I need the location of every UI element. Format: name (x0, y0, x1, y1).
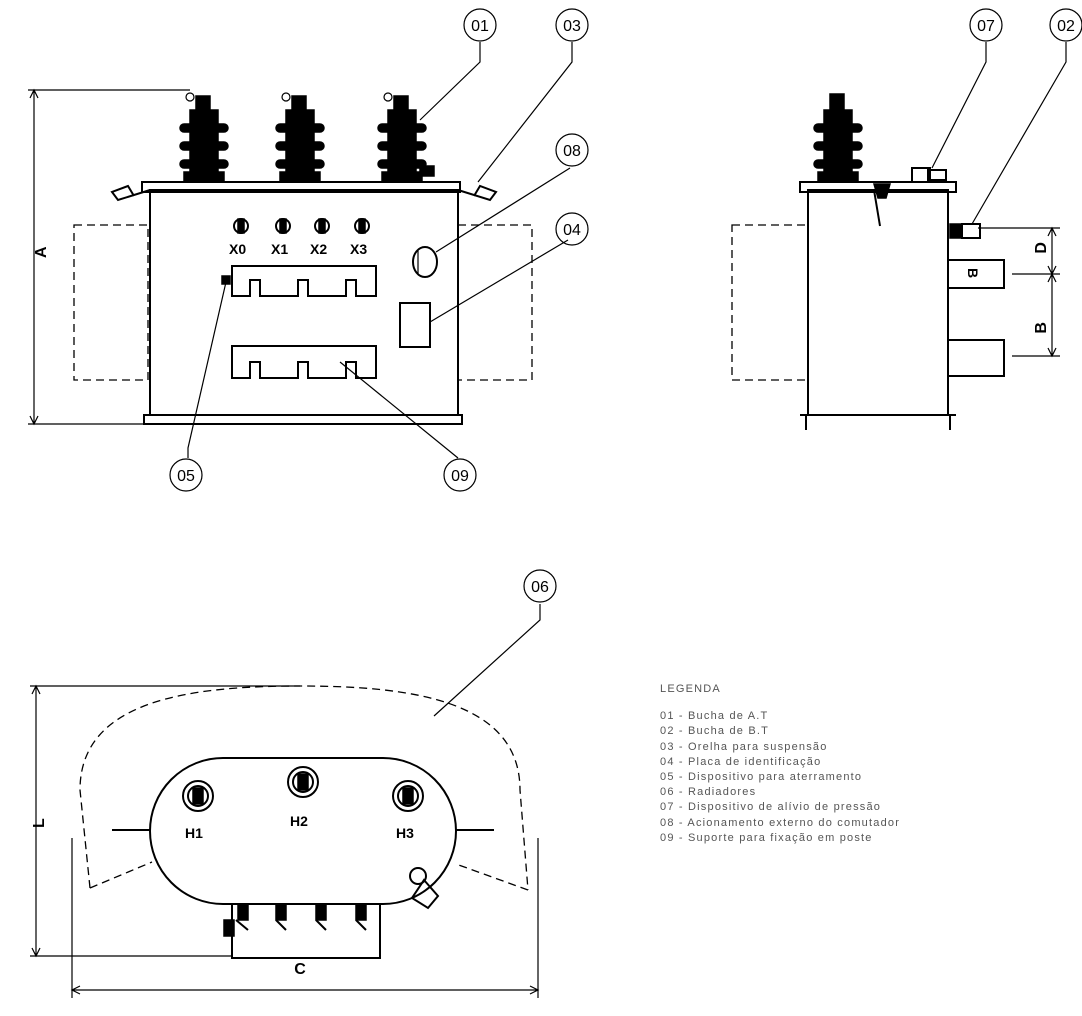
top-hv-bushing-h2 (287, 766, 319, 798)
dimension-b-line (1012, 272, 1060, 358)
hv-bushing-2 (275, 92, 325, 183)
legend-item-07: 07 - Dispositivo de alívio de pressão (660, 801, 882, 814)
legend-title: LEGENDA (660, 683, 721, 695)
side-bracket-bottom (947, 339, 1005, 377)
front-lifting-lug-right (457, 184, 498, 202)
callout-08: 08 (555, 133, 589, 167)
side-base (800, 414, 956, 430)
tap-changer-knob (412, 246, 438, 278)
leader-08 (435, 167, 571, 253)
legend-item-02: 02 - Bucha de B.T (660, 725, 770, 738)
front-radiator-right (457, 224, 533, 381)
lv-bushing-side (949, 223, 981, 239)
callout-05: 05 (169, 458, 203, 492)
legend-item-01: 01 - Bucha de A.T (660, 710, 769, 723)
pole-bracket-bottom (231, 345, 377, 379)
side-hv-bushing (813, 93, 863, 183)
terminal-x2-label: X2 (310, 241, 327, 257)
hv-bushing-1 (179, 92, 229, 183)
svg-text:03: 03 (563, 18, 581, 35)
dimension-l-label: L (31, 818, 48, 828)
legend-item-06: 06 - Radiadores (660, 786, 757, 799)
svg-text:01: 01 (471, 18, 489, 35)
callout-09: 09 (443, 458, 477, 492)
top-view: H1 H2 H3 L C (30, 604, 541, 998)
leader-01 (419, 42, 481, 121)
leader-04 (429, 239, 569, 323)
side-tank (807, 189, 949, 416)
dimension-d-label: D (1033, 242, 1050, 254)
hv-bushing-3 (377, 92, 435, 183)
top-hv-bushing-h1 (182, 780, 214, 812)
leader-05 (187, 281, 227, 458)
callout-06: 06 (523, 569, 557, 603)
terminal-x0-label: X0 (229, 241, 246, 257)
legend-item-09: 09 - Suporte para fixação em poste (660, 831, 873, 844)
dimension-c-line (70, 838, 540, 998)
svg-text:04: 04 (563, 222, 581, 239)
terminal-h3-label: H3 (396, 825, 414, 841)
callout-04: 04 (555, 212, 589, 246)
top-pressure-relief (409, 867, 440, 910)
legend-item-05: 05 - Dispositivo para aterramento (660, 771, 863, 784)
callout-01: 01 (463, 8, 497, 42)
pole-bracket-top (231, 265, 377, 297)
callout-03: 03 (555, 8, 589, 42)
leader-06 (433, 604, 541, 717)
legend: LEGENDA 01 - Bucha de A.T 02 - Bucha de … (660, 682, 1060, 846)
nameplate (399, 302, 431, 348)
svg-text:05: 05 (177, 468, 195, 485)
side-bracket-top (947, 259, 1005, 289)
callout-07: 07 (969, 8, 1003, 42)
dimension-b-label: B (1033, 322, 1050, 334)
pressure-relief-device (911, 167, 947, 183)
leader-03 (477, 42, 573, 183)
leader-02 (971, 42, 1067, 225)
side-radiator (731, 224, 809, 381)
terminal-h2-label: H2 (290, 813, 308, 829)
lv-bushing-x1 (275, 218, 291, 234)
legend-item-08: 08 - Acionamento externo do comutador (660, 816, 901, 829)
side-lug (873, 189, 881, 227)
front-view: X0 X1 X2 X3 A (28, 42, 573, 459)
front-lifting-lug-left (110, 184, 151, 202)
legend-item-03: 03 - Orelha para suspensão (660, 740, 828, 753)
side-view: B D B (731, 42, 1067, 430)
dimension-a-line (28, 88, 190, 426)
dimension-c-label: C (294, 961, 306, 978)
front-radiator-left (73, 224, 149, 381)
lv-bushing-x2 (314, 218, 330, 234)
side-bracket-b-mark: B (965, 268, 981, 278)
callout-02: 02 (1049, 8, 1082, 42)
top-hv-bushing-h3 (392, 780, 424, 812)
legend-item-04: 04 - Placa de identificação (660, 755, 822, 768)
terminal-h1-label: H1 (185, 825, 203, 841)
leader-07 (931, 42, 987, 169)
top-lv-bushings (223, 903, 381, 959)
terminal-x3-label: X3 (350, 241, 367, 257)
dimension-d-line (978, 226, 1060, 276)
dimension-a-label: A (33, 246, 50, 258)
lv-bushing-x0 (233, 218, 249, 234)
svg-text:08: 08 (563, 143, 581, 160)
front-base (143, 414, 463, 425)
svg-text:09: 09 (451, 468, 469, 485)
lv-bushing-x3 (354, 218, 370, 234)
dimension-l-line (30, 684, 300, 958)
terminal-x1-label: X1 (271, 241, 288, 257)
leader-09 (339, 361, 459, 459)
svg-text:06: 06 (531, 579, 549, 596)
svg-text:07: 07 (977, 18, 995, 35)
svg-text:02: 02 (1057, 18, 1075, 35)
